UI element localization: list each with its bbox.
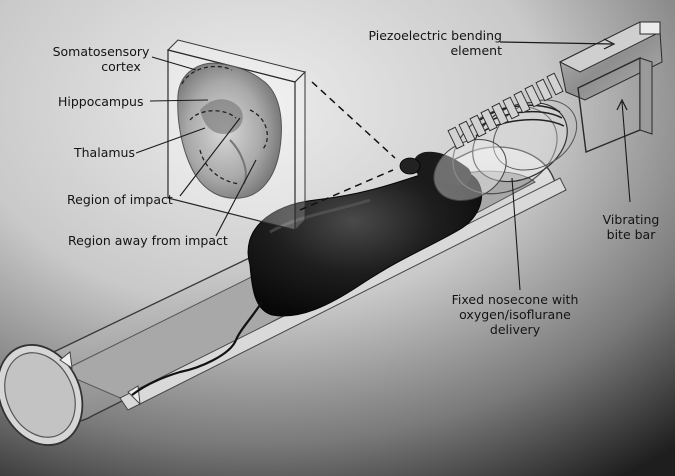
label-hippocampus: Hippocampus: [58, 94, 144, 109]
label-nosecone-line2: oxygen/isoflurane: [459, 307, 571, 322]
leader-region-of-impact: [179, 117, 241, 197]
arrow-piezo: [499, 41, 613, 45]
leader-thalamus: [135, 127, 206, 154]
brain-slice-inset: [167, 39, 306, 232]
label-bite-bar-line2: bite bar: [606, 227, 656, 242]
arrowhead-piezo: [603, 38, 616, 50]
arrowhead-bite-bar: [616, 98, 628, 111]
leader-hippocampus: [149, 99, 209, 102]
label-piezo-line1: Piezoelectric bending: [368, 28, 502, 43]
label-nosecone-line3: delivery: [489, 322, 541, 337]
label-piezo-line2: element: [450, 43, 502, 58]
label-somatosensory-line2: cortex: [101, 59, 141, 74]
label-somatosensory-cortex: Somatosensory cortex: [46, 44, 156, 74]
leader-nosecone: [511, 177, 521, 291]
label-region-away-from-impact: Region away from impact: [68, 233, 228, 248]
label-nosecone-line1: Fixed nosecone with: [451, 292, 579, 307]
label-bite-bar-line1: Vibrating: [602, 212, 660, 227]
zoom-line-lower: [299, 169, 394, 211]
label-vibrating-bite-bar: Vibrating bite bar: [596, 212, 666, 242]
label-somatosensory-line1: Somatosensory: [52, 44, 150, 59]
zoom-line-upper: [311, 81, 396, 159]
piezo-element: [447, 21, 663, 150]
label-fixed-nosecone: Fixed nosecone with oxygen/isoflurane de…: [442, 292, 588, 337]
bite-bar: [577, 56, 653, 153]
label-region-of-impact: Region of impact: [67, 192, 173, 207]
leader-region-away: [215, 159, 257, 237]
label-thalamus: Thalamus: [74, 145, 135, 160]
leader-somatosensory: [151, 56, 197, 71]
leader-bite-bar: [621, 101, 631, 203]
label-piezoelectric-bending-element: Piezoelectric bending element: [362, 28, 502, 58]
